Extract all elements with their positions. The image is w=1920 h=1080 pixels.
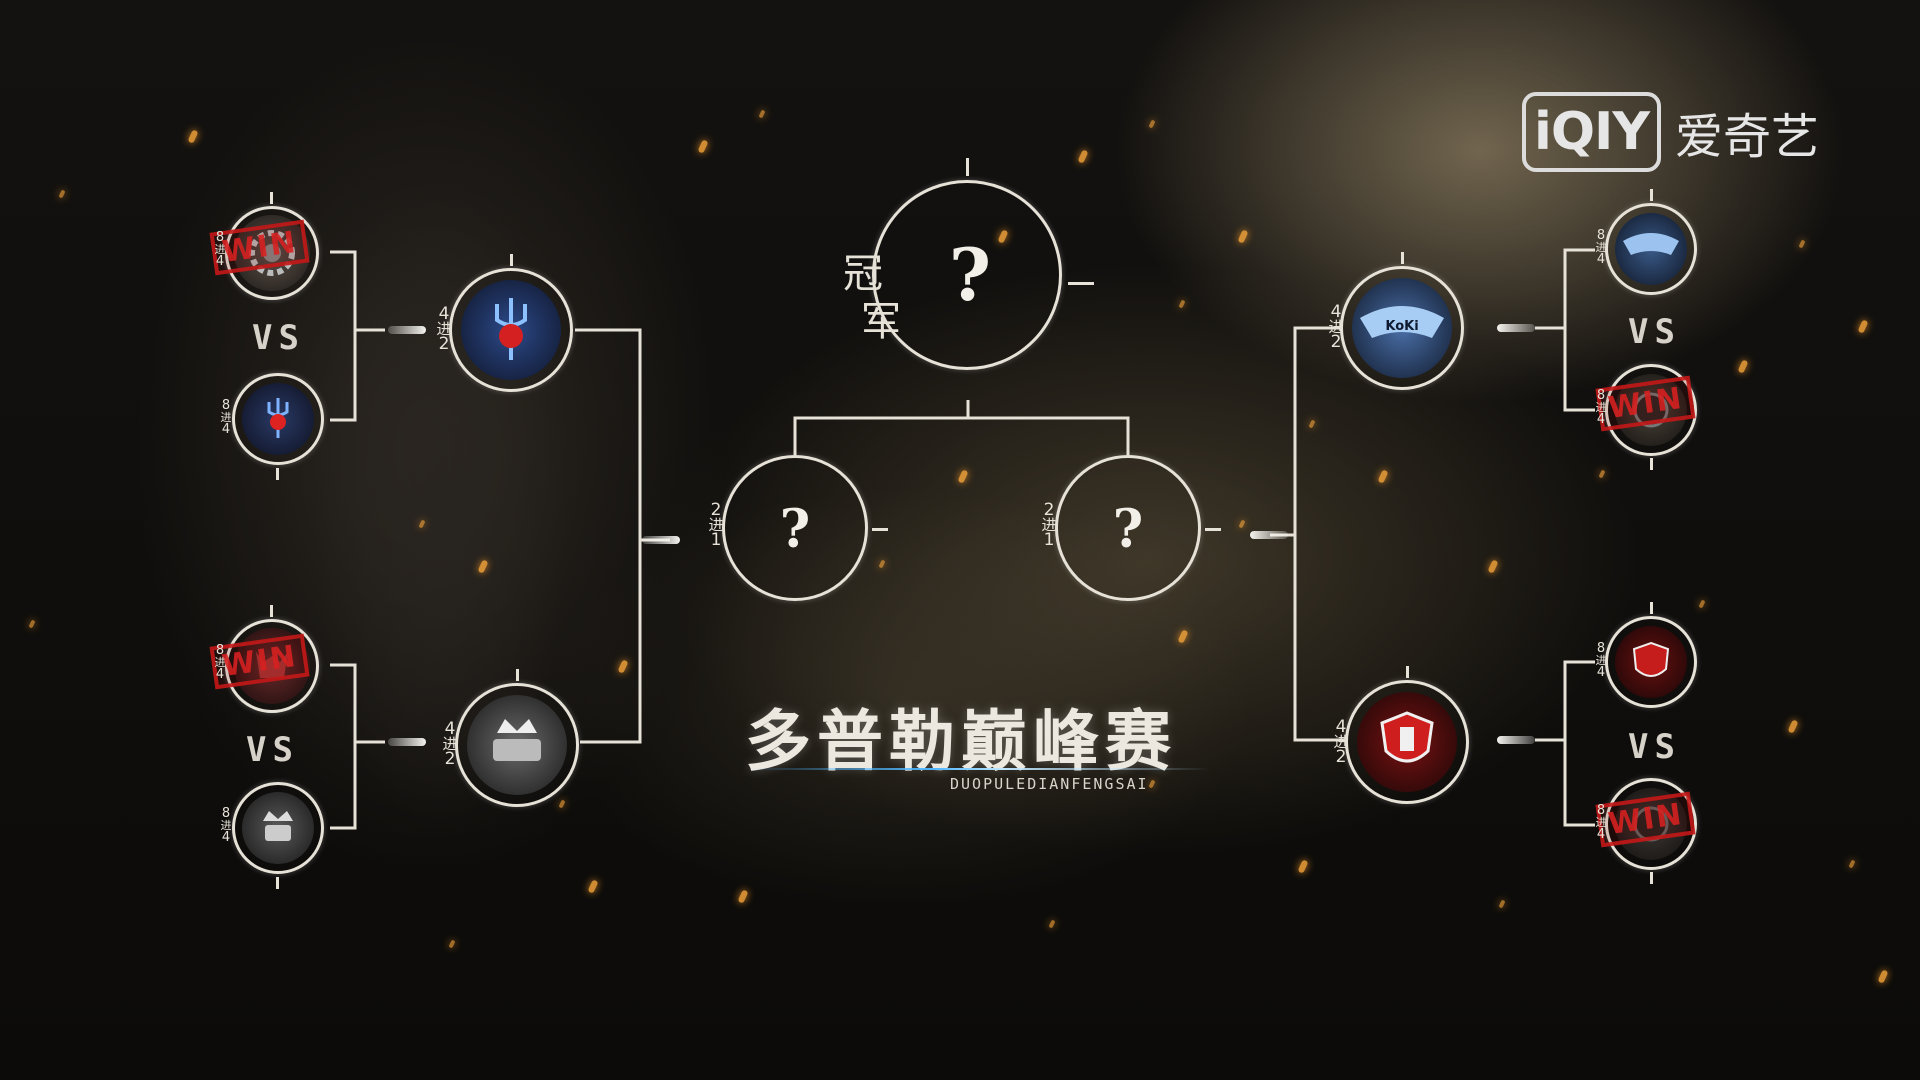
tournament-subtitle: DUOPULEDIANFENGSAI — [950, 775, 1149, 793]
red-shield-icon — [1615, 626, 1687, 698]
brand-text: 爱奇艺 — [1675, 109, 1820, 165]
vs-label: VS — [252, 318, 305, 358]
champion-label: 冠 军 — [843, 251, 901, 345]
title-underline — [750, 768, 1210, 770]
tournament-title: 多普勒巅峰赛 — [745, 703, 1177, 780]
svg-text:KoKi: KoKi — [1385, 319, 1418, 334]
gear-emblem-icon — [234, 215, 310, 291]
advance-arrow — [388, 738, 426, 746]
demon-emblem-icon — [234, 628, 310, 704]
winged-crest-icon — [1615, 213, 1687, 285]
semifinal-right-placeholder: ? — [1112, 499, 1144, 560]
vs-label: VS — [246, 730, 299, 770]
brand-watermark: iQIY 爱奇艺 — [1522, 92, 1819, 172]
kings-crown-icon — [467, 695, 567, 795]
advance-arrow — [388, 326, 426, 334]
champion-placeholder: ? — [948, 232, 992, 317]
kings-crown-icon — [242, 792, 314, 864]
trident-warrior-icon — [461, 280, 561, 380]
advance-arrow — [1497, 736, 1535, 744]
winged-crest-icon: KoKi — [1352, 278, 1452, 378]
semifinal-left-placeholder: ? — [779, 499, 811, 560]
advance-arrow — [1497, 324, 1535, 332]
red-shield-icon — [1357, 692, 1457, 792]
trident-warrior-icon — [242, 383, 314, 455]
advance-arrow — [1250, 531, 1288, 539]
brand-logo: iQIY — [1522, 92, 1662, 172]
vs-label: VS — [1628, 727, 1681, 767]
vs-label: VS — [1628, 312, 1681, 352]
dark-emblem-icon — [1615, 374, 1687, 446]
dark-emblem-icon — [1615, 788, 1687, 860]
advance-arrow — [642, 536, 680, 544]
